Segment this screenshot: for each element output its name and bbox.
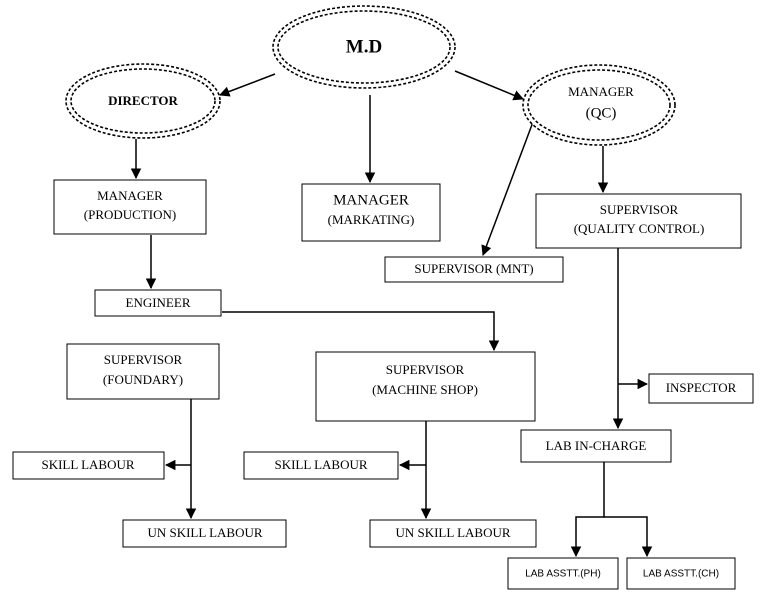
skill-labour-left-label: SKILL LABOUR	[41, 457, 134, 472]
engineer-label: ENGINEER	[126, 295, 191, 310]
manager-qc-line1: MANAGER	[568, 84, 634, 99]
edge-qc-mnt	[481, 121, 534, 256]
skill-labour-mid-label: SKILL LABOUR	[274, 457, 367, 472]
lab-asstt-ph-label: LAB ASSTT.(PH)	[525, 569, 601, 580]
supervisor-qc-line1: SUPERVISOR	[600, 202, 679, 217]
edge-labincharge-ph	[570, 462, 605, 558]
node-skill-labour-mid: SKILL LABOUR	[243, 451, 399, 480]
supervisor-machine-line2: (MACHINE SHOP)	[372, 382, 478, 397]
node-md: M.D	[272, 5, 456, 89]
inspector-label: INSPECTOR	[666, 380, 737, 395]
edge-engineer-machineshop	[222, 311, 500, 352]
node-lab-asstt-ph: LAB ASSTT.(PH)	[507, 557, 619, 590]
supervisor-foundary-line1: SUPERVISOR	[104, 352, 183, 367]
node-skill-labour-left: SKILL LABOUR	[12, 451, 165, 480]
unskill-labour-left-label: UN SKILL LABOUR	[147, 525, 262, 540]
node-manager-qc: MANAGER (QC)	[522, 64, 676, 146]
node-inspector: INSPECTOR	[648, 373, 754, 404]
supervisor-foundary-line2: (FOUNDARY)	[103, 372, 183, 387]
supervisor-mnt-label: SUPERVISOR (MNT)	[414, 261, 533, 276]
node-supervisor-machine-shop: SUPERVISOR (MACHINE SHOP)	[315, 351, 536, 422]
lab-asstt-ch-label: LAB ASSTT.(CH)	[643, 569, 719, 580]
director-label: DIRECTOR	[108, 93, 178, 108]
edge-labincharge-ch	[604, 516, 653, 558]
node-unskill-labour-mid: UN SKILL LABOUR	[369, 519, 537, 548]
unskill-labour-mid-label: UN SKILL LABOUR	[395, 525, 510, 540]
supervisor-qc-line2: (QUALITY CONTROL)	[574, 221, 705, 236]
node-manager-production: MANAGER (PRODUCTION)	[53, 179, 207, 235]
manager-marketing-line1: MANAGER	[333, 192, 409, 208]
supervisor-machine-line1: SUPERVISOR	[386, 362, 465, 377]
lab-incharge-label: LAB IN-CHARGE	[546, 438, 647, 453]
node-director: DIRECTOR	[65, 63, 221, 139]
node-supervisor-qc: SUPERVISOR (QUALITY CONTROL)	[535, 193, 742, 249]
node-engineer: ENGINEER	[94, 289, 222, 317]
manager-production-line1: MANAGER	[97, 188, 163, 203]
edge-md-qc	[454, 70, 524, 101]
node-lab-incharge: LAB IN-CHARGE	[520, 429, 672, 463]
node-supervisor-mnt: SUPERVISOR (MNT)	[384, 256, 564, 283]
node-lab-asstt-ch: LAB ASSTT.(CH)	[626, 557, 736, 590]
manager-qc-line2: (QC)	[586, 105, 617, 121]
node-manager-marketing: MANAGER (MARKATING)	[301, 183, 441, 242]
connectors	[130, 70, 653, 558]
edge-md-director	[219, 73, 276, 97]
manager-marketing-line2: (MARKATING)	[328, 212, 415, 227]
md-label: M.D	[346, 36, 382, 57]
manager-production-line2: (PRODUCTION)	[84, 207, 176, 222]
node-supervisor-foundary: SUPERVISOR (FOUNDARY)	[66, 343, 220, 400]
node-unskill-labour-left: UN SKILL LABOUR	[122, 519, 287, 548]
